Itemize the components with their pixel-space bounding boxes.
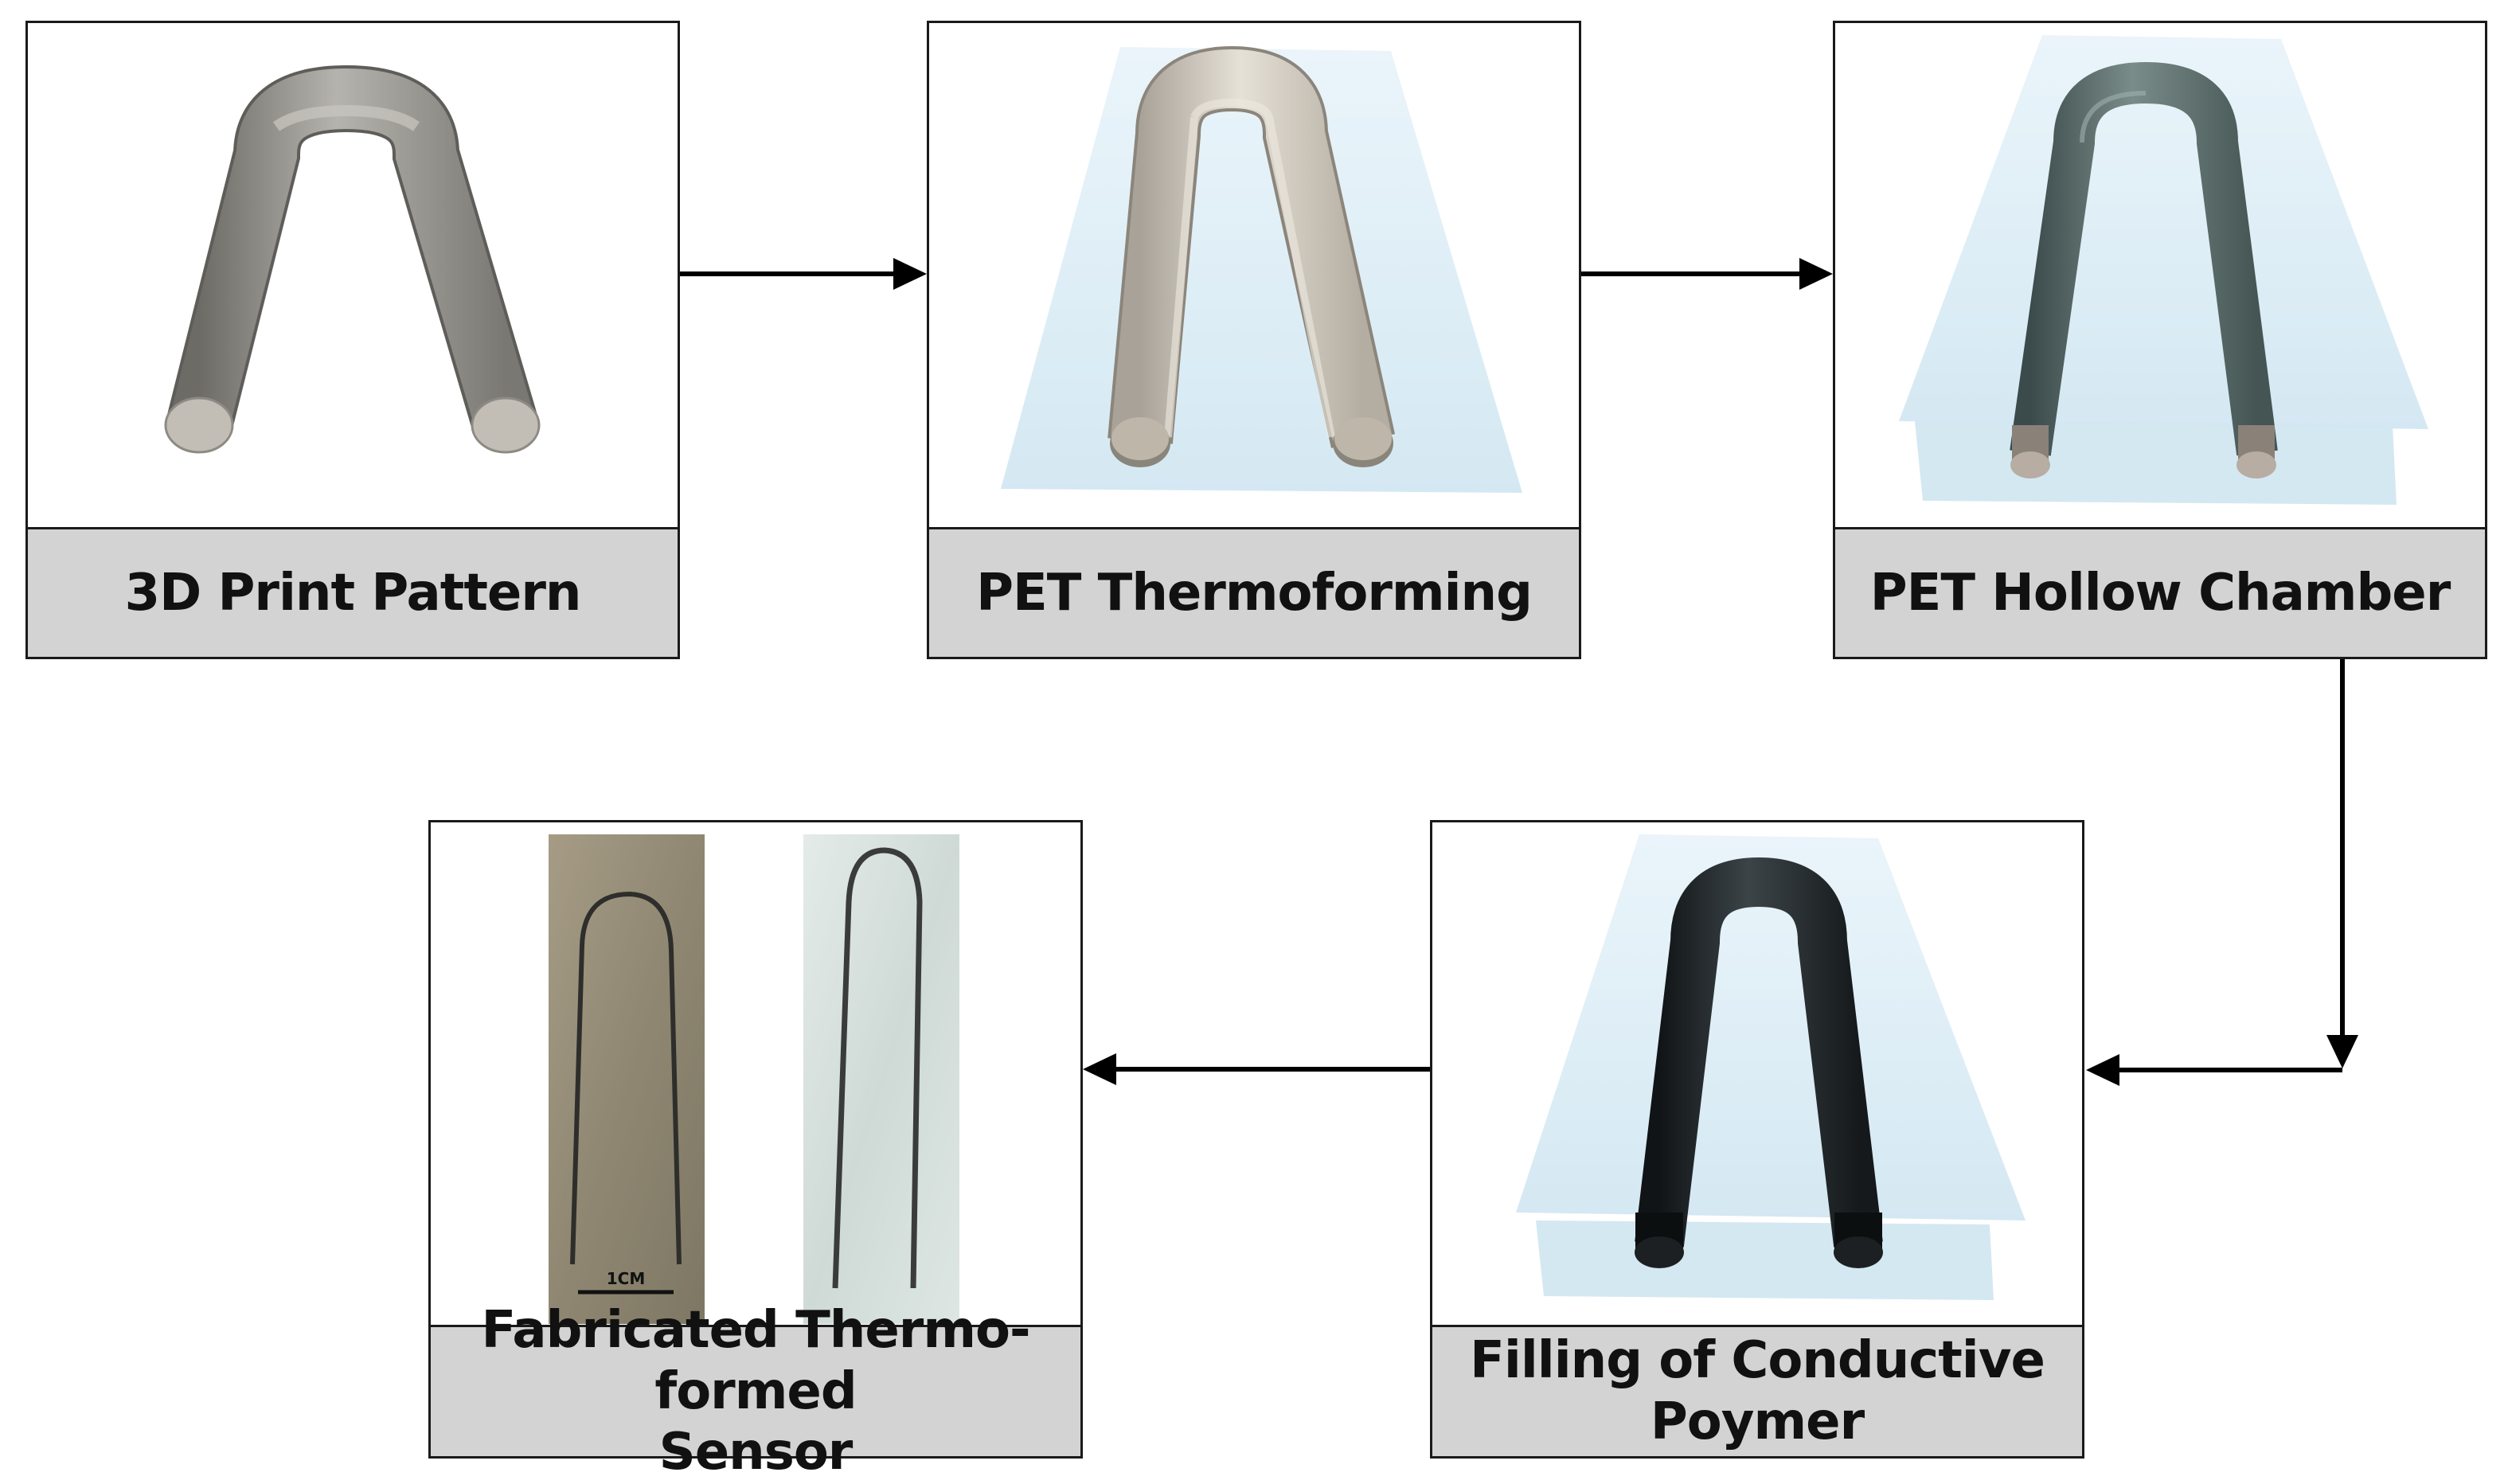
step-pet-hollow-chamber: PET Hollow Chamber (1833, 21, 2487, 659)
arrow-thermo-to-hollow (1581, 258, 1833, 290)
step-label: PET Thermoforming (976, 563, 1533, 623)
arrow-print-to-thermo (680, 258, 927, 290)
step-caption: Filling of Conductive Poymer (1432, 1325, 2082, 1456)
sensor-photos: 1CM (431, 822, 1080, 1327)
step-caption: PET Hollow Chamber (1835, 527, 2485, 657)
arrow-hollow-to-filling (2086, 659, 2358, 1086)
step-label: PET Hollow Chamber (1869, 563, 2451, 623)
filling-image (1432, 822, 2082, 1327)
step-pet-thermoforming: PET Thermoforming (927, 21, 1581, 659)
step-label-line1: Filling of Conductive (1470, 1331, 2045, 1391)
step-caption: 3D Print Pattern (28, 527, 678, 657)
step-label: 3D Print Pattern (124, 563, 582, 623)
step-label-line2: Sensor (658, 1423, 854, 1482)
step-3d-print-pattern: 3D Print Pattern (25, 21, 680, 659)
step-caption: PET Thermoforming (929, 527, 1579, 657)
thermoforming-image (929, 23, 1579, 529)
step-fabricated-sensor: 1CM Fabricated Thermo-formed Sensor (428, 820, 1083, 1482)
step-label-line1: Fabricated Thermo-formed (481, 1300, 1030, 1421)
sensor-photo-left: 1CM (549, 834, 705, 1324)
scale-bar-label: 1CM (607, 1269, 646, 1288)
step-caption: Fabricated Thermo-formed Sensor (431, 1301, 1080, 1482)
hollow-chamber-image (1835, 23, 2485, 529)
step-filling-conductive-polymer: Filling of Conductive Poymer (1430, 820, 2084, 1459)
arrow-filling-to-sensor (1083, 1053, 1430, 1085)
sensor-photo-right (803, 834, 959, 1324)
step-label-line2: Poymer (1650, 1392, 1865, 1451)
u-pattern-image (28, 23, 678, 529)
